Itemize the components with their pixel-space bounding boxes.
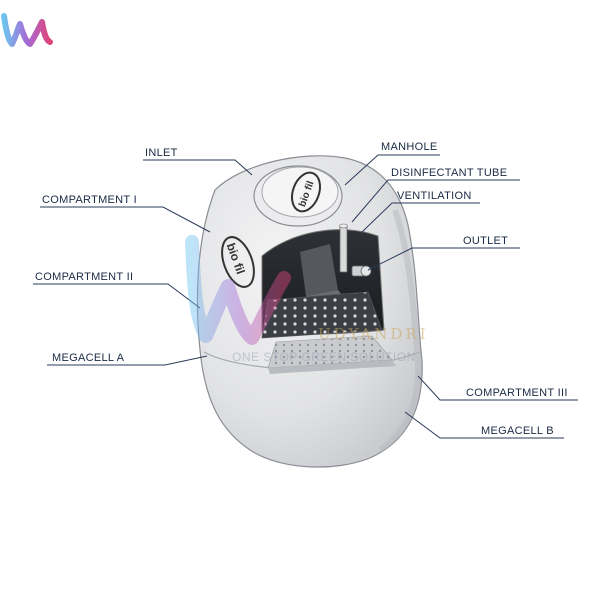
manhole-lid: bio fil <box>253 165 343 227</box>
leader-lines <box>33 154 578 439</box>
labels: INLET MANHOLE DISINFECTANT TUBE VENTILAT… <box>35 141 568 437</box>
brand-logo <box>1 13 53 47</box>
watermark-name: UDYANDRI <box>318 325 429 343</box>
label-compartment-1: COMPARTMENT I <box>42 194 137 206</box>
disinfectant-tube <box>339 225 348 273</box>
label-compartment-3: COMPARTMENT III <box>466 387 568 399</box>
label-compartment-2: COMPARTMENT II <box>35 271 133 283</box>
cutaway-section <box>261 223 396 374</box>
outlet-pipe <box>351 265 372 277</box>
label-megacell-a: MEGACELL A <box>52 352 125 364</box>
label-megacell-b: MEGACELL B <box>481 425 554 437</box>
label-ventilation: VENTILATION <box>397 190 472 202</box>
label-disinfectant-tube: DISINFECTANT TUBE <box>391 167 507 179</box>
label-manhole: MANHOLE <box>381 141 438 153</box>
label-inlet: INLET <box>145 147 178 159</box>
watermark-tagline: ONE STOP GREEN SOLUTION <box>232 350 416 364</box>
watermark: UDYANDRI ONE STOP GREEN SOLUTION <box>185 235 429 364</box>
tank: bio fil bio fil <box>196 155 423 468</box>
label-outlet: OUTLET <box>463 235 508 247</box>
